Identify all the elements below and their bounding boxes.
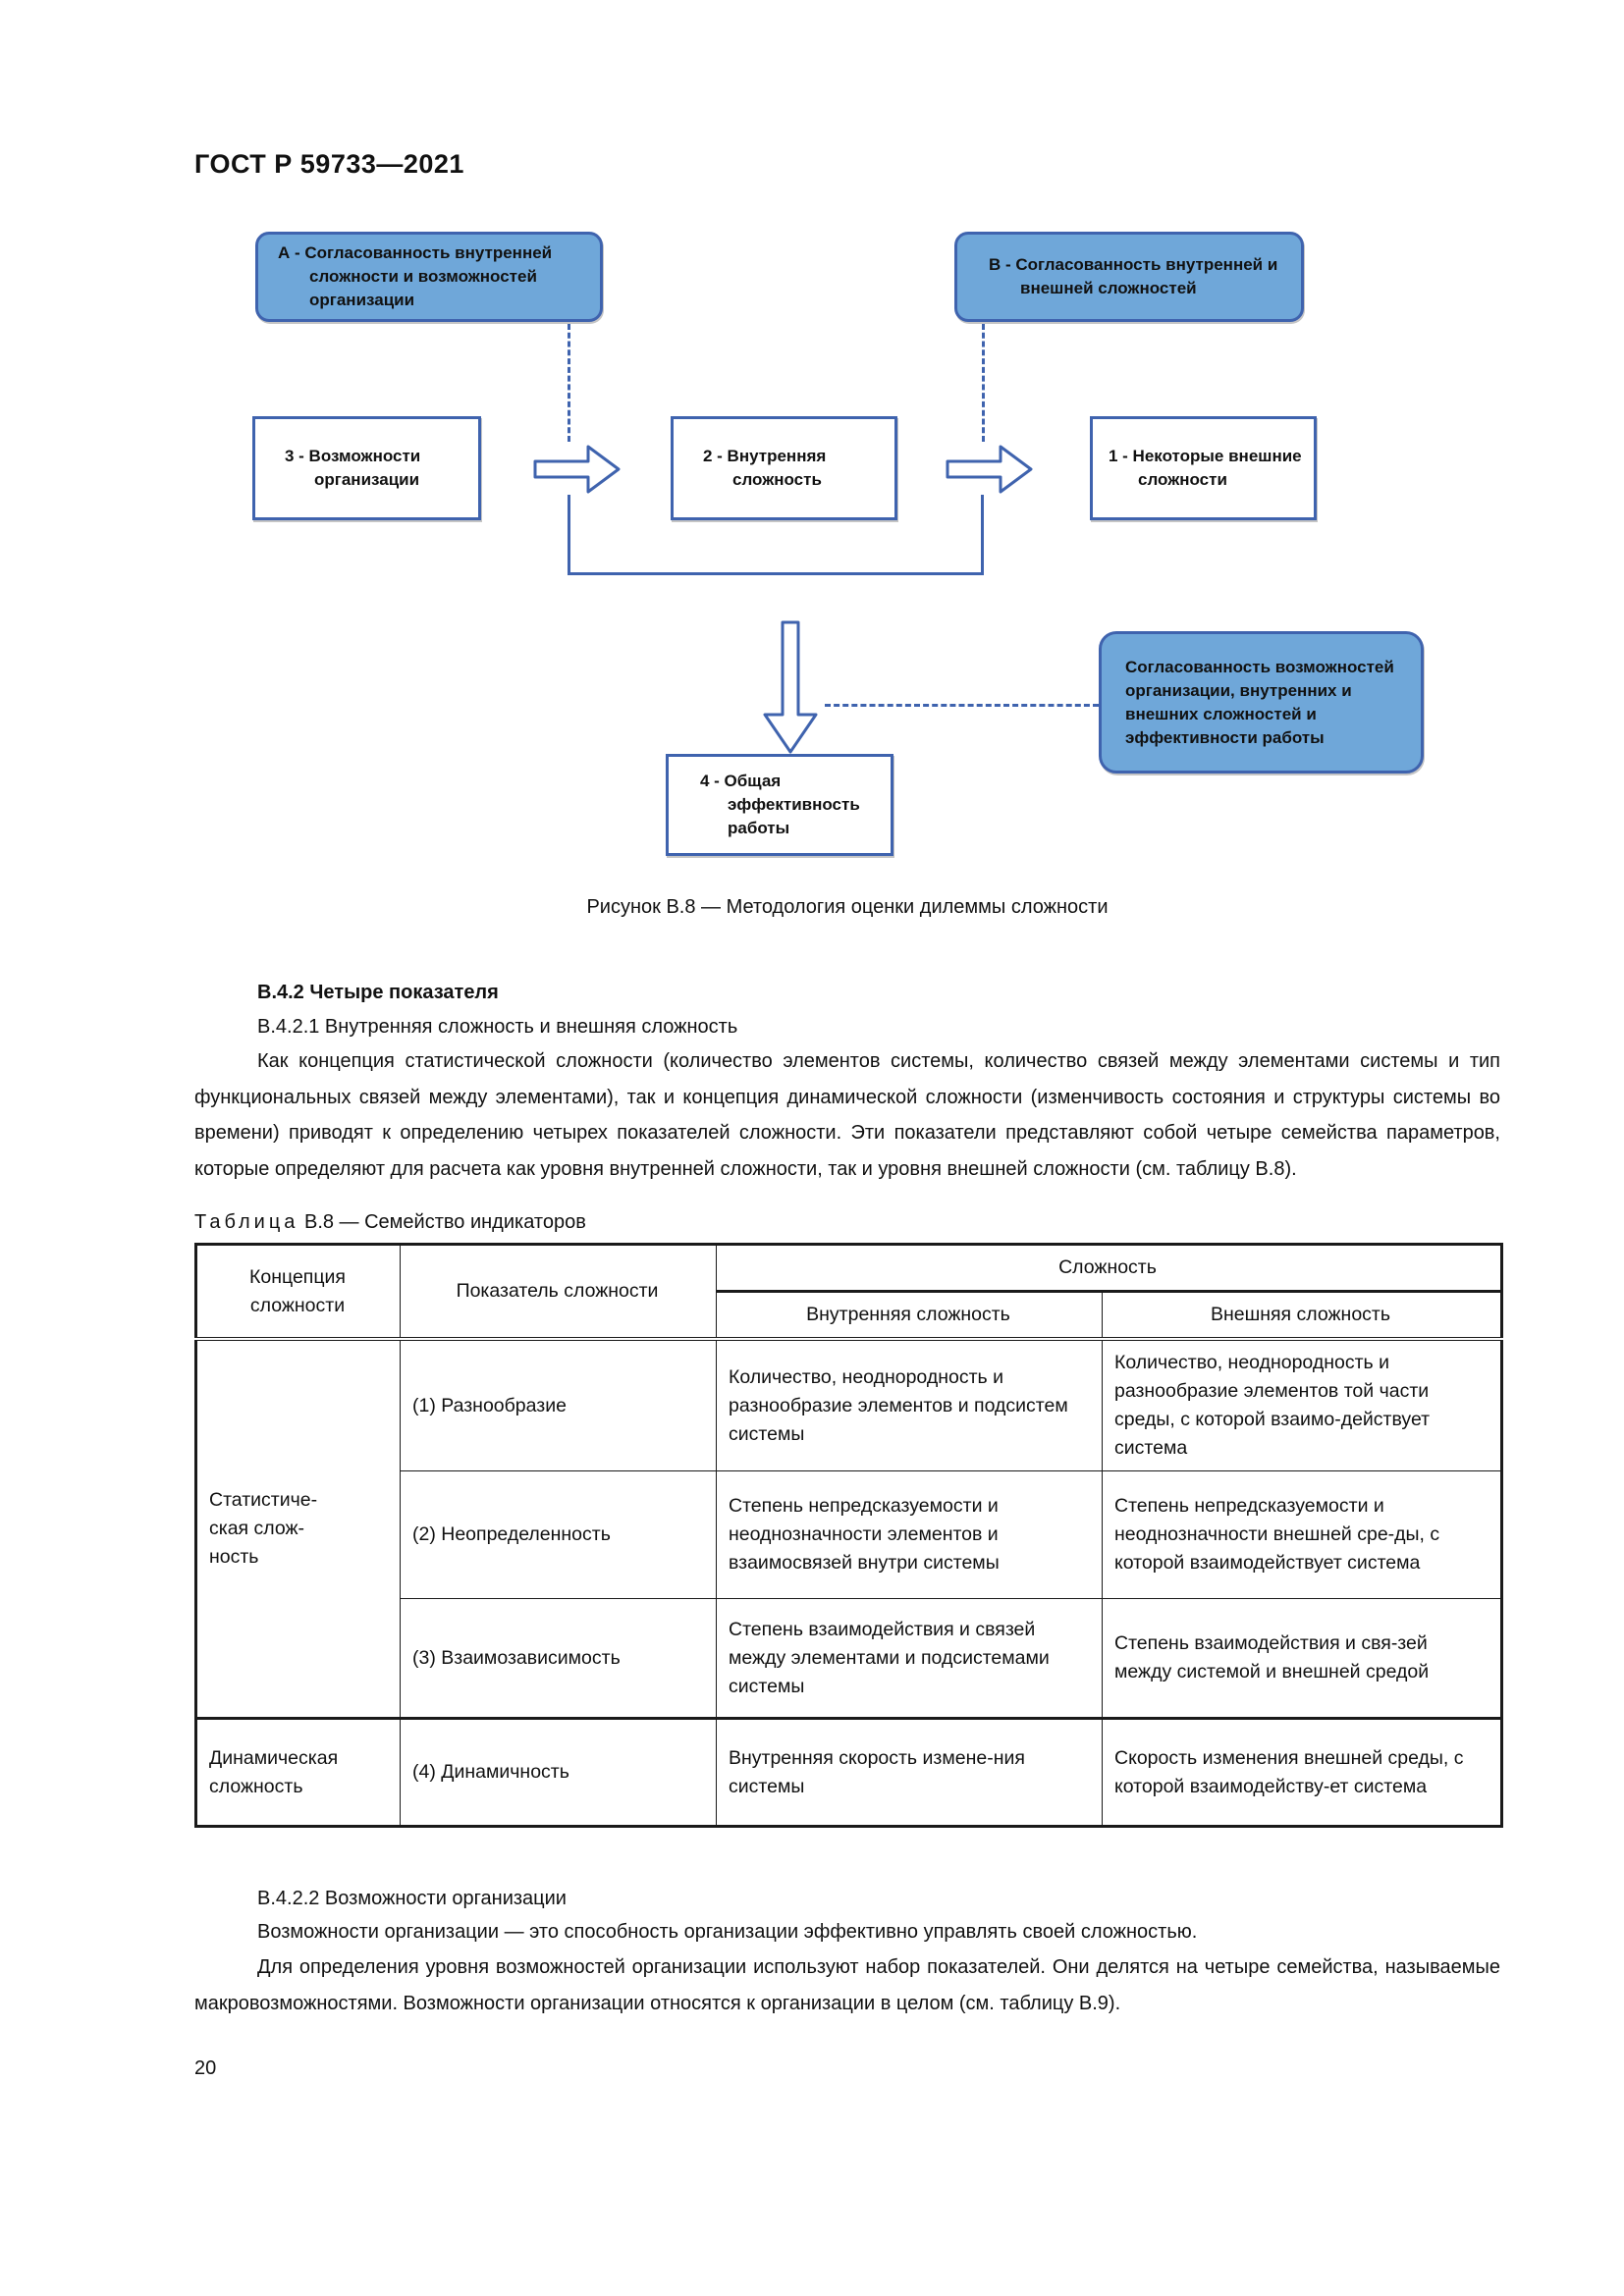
- right-block-arrow-icon: [533, 445, 621, 494]
- cell-indicator: (3) Взаимозависимость: [400, 1598, 717, 1719]
- cell-internal: Внутренняя скорость измене-ния системы: [716, 1717, 1103, 1827]
- heading-b421-text: В.4.2.1 Внутренняя сложность и внешняя с…: [257, 1016, 738, 1038]
- col-header-concept: Концепция сложности: [195, 1244, 401, 1341]
- cell-concept-dynamic: Динамическая сложность: [195, 1717, 401, 1827]
- box-3-label: 3 - Возможности организации: [285, 447, 421, 489]
- cell-internal: Количество, неоднородность и разнообрази…: [716, 1338, 1103, 1471]
- box-b-coherence-internal-external: В - Согласованность внутренней и внешней…: [954, 232, 1304, 322]
- cell-external: Степень взаимодействия и свя-зей между с…: [1102, 1598, 1502, 1719]
- box-4-label: 4 - Общая эффективность работы: [700, 772, 860, 837]
- table-caption-word: Таблица: [194, 1211, 299, 1233]
- concept-line: сложность: [209, 1775, 303, 1797]
- heading-b422-text: В.4.2.2 Возможности организации: [257, 1888, 567, 1909]
- table-b8-indicator-family: Концепция сложности Показатель сложности…: [194, 1243, 1503, 1828]
- concept-line: ская слож-: [209, 1518, 305, 1539]
- cell-external: Степень непредсказуемости и неоднозначно…: [1102, 1470, 1502, 1599]
- cell-indicator: (2) Неопределенность: [400, 1470, 717, 1599]
- right-block-arrow-icon: [946, 445, 1033, 494]
- box-2-label: 2 - Внутренняя сложность: [703, 447, 827, 489]
- cell-indicator: (4) Динамичность: [400, 1717, 717, 1827]
- heading-b42-text: В.4.2 Четыре показателя: [257, 982, 499, 1003]
- cell-external: Количество, неоднородность и разнообрази…: [1102, 1338, 1502, 1471]
- table-row: Динамическая сложность (4) Динамичность …: [195, 1717, 1502, 1827]
- cell-indicator: (1) Разнообразие: [400, 1338, 717, 1471]
- dashed-connector-a: [568, 324, 570, 442]
- box-b-label: В - Согласованность внутренней и внешней…: [989, 255, 1278, 297]
- table-row: (2) Неопределенность Степень непредсказу…: [196, 1470, 1502, 1599]
- box-3-org-capabilities: 3 - Возможности организации: [252, 416, 481, 520]
- box-2-internal-complexity: 2 - Внутренняя сложность: [671, 416, 897, 520]
- u-connector: [568, 495, 984, 575]
- page-number: 20: [194, 2057, 217, 2079]
- cell-external: Скорость изменения внешней среды, с кото…: [1102, 1717, 1502, 1827]
- paragraph-complexity: Как концепция статистической сложности (…: [194, 1050, 1500, 1180]
- table-row: Статистиче- ская слож- ность (1) Разнооб…: [195, 1338, 1502, 1719]
- down-block-arrow-icon: [763, 620, 818, 754]
- table-row: (3) Взаимозависимость Степень взаимодейс…: [196, 1598, 1502, 1719]
- table-caption: Таблица В.8 — Семейство индикаторов: [194, 1211, 586, 1234]
- cell-internal: Степень непредсказуемости и неоднозначно…: [716, 1470, 1103, 1599]
- box-result-coherence: Согласованность возможностей организации…: [1099, 631, 1424, 774]
- heading-b42: В.4.2 Четыре показателя: [194, 975, 1500, 1011]
- box-1-external-complexities: 1 - Некоторые внешние сложности: [1090, 416, 1317, 520]
- paragraph-capabilities-def: Возможности организации — это способност…: [257, 1921, 1198, 1943]
- standard-code: ГОСТ Р 59733—2021: [194, 149, 464, 179]
- figure-caption: Рисунок В.8 — Методология оценки дилеммы…: [586, 896, 1109, 918]
- cell-concept-statistical: Статистиче- ская слож- ность: [195, 1338, 401, 1719]
- paragraph-capabilities-families: Для определения уровня возможностей орга…: [194, 1956, 1500, 2014]
- concept-line: Статистиче-: [209, 1489, 318, 1511]
- col-header-internal: Внутренняя сложность: [716, 1290, 1103, 1341]
- box-a-label: А - Согласованность внутренней сложности…: [278, 243, 553, 309]
- cell-internal: Степень взаимодействия и связей между эл…: [716, 1598, 1103, 1719]
- col-header-external: Внешняя сложность: [1102, 1290, 1502, 1341]
- box-a-coherence-internal-capabilities: А - Согласованность внутренней сложности…: [255, 232, 603, 322]
- box-result-label: Согласованность возможностей организации…: [1125, 657, 1394, 747]
- col-header-complexity: Сложность: [716, 1244, 1502, 1292]
- concept-line: Динамическая: [209, 1746, 339, 1769]
- heading-b421: В.4.2.1 Внутренняя сложность и внешняя с…: [194, 1009, 1500, 1045]
- box-1-label: 1 - Некоторые внешние сложности: [1109, 447, 1302, 489]
- heading-b422: В.4.2.2 Возможности организации: [194, 1881, 1500, 1917]
- dashed-connector-result: [825, 704, 1099, 707]
- concept-line: ность: [209, 1546, 259, 1568]
- box-4-overall-effectiveness: 4 - Общая эффективность работы: [666, 754, 893, 856]
- col-header-indicator: Показатель сложности: [400, 1244, 717, 1341]
- table-caption-rest: В.8 — Семейство индикаторов: [298, 1211, 586, 1233]
- dashed-connector-b: [982, 324, 985, 442]
